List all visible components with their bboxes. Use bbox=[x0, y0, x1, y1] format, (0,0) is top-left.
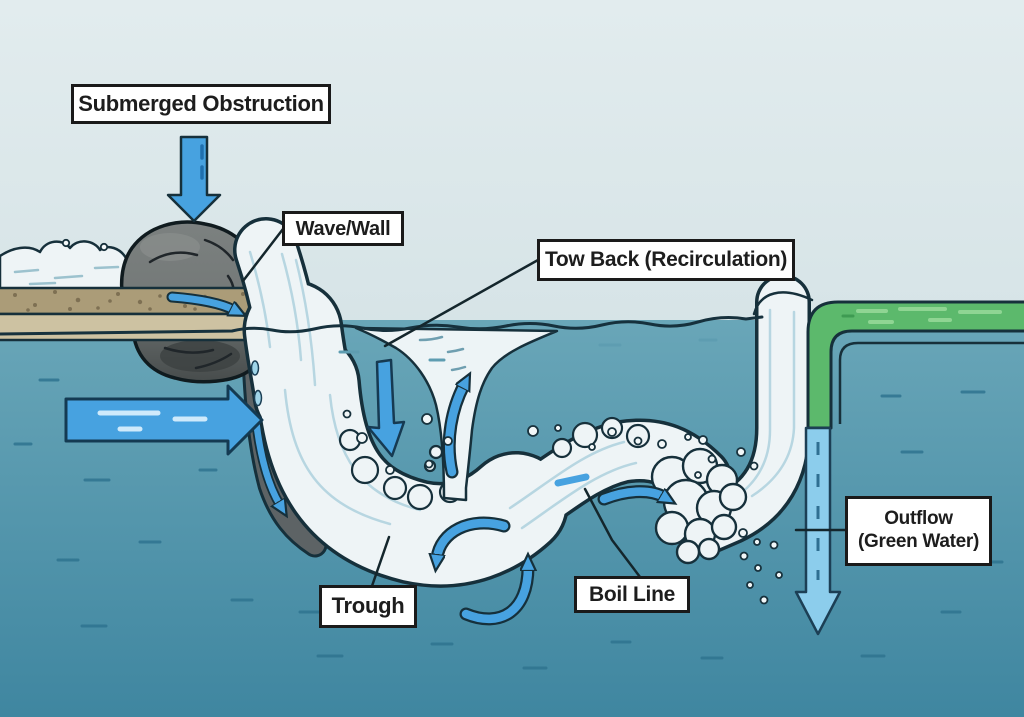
leader-trough bbox=[370, 535, 391, 588]
downstream-edge-line bbox=[838, 341, 1024, 424]
bubbles bbox=[342, 409, 783, 605]
label-text-line1: Outflow bbox=[884, 508, 953, 530]
water-texture-dashes bbox=[13, 378, 1004, 670]
leader-wave-wall bbox=[241, 227, 285, 283]
label-outflow-green-water: Outflow (Green Water) bbox=[845, 496, 992, 566]
label-text-line2: (Green Water) bbox=[857, 531, 980, 552]
surface-texture-dashes bbox=[338, 338, 718, 362]
leader-boil-line bbox=[583, 487, 642, 579]
leader-tow-back bbox=[383, 258, 540, 348]
label-text: Trough bbox=[331, 593, 405, 619]
leader-lines bbox=[241, 227, 847, 588]
inflow-arrow bbox=[64, 384, 264, 456]
bed-flow-arrow bbox=[166, 291, 234, 310]
surface-flow-arrow bbox=[554, 473, 664, 506]
green-streaks bbox=[856, 307, 1002, 324]
towback-up-arrow bbox=[442, 385, 464, 479]
riverbed-layer-light bbox=[0, 312, 267, 342]
label-text: Boil Line bbox=[589, 582, 675, 606]
water-surface-line bbox=[0, 315, 764, 336]
label-text: Tow Back (Recirculation) bbox=[544, 248, 788, 272]
label-text: Wave/Wall bbox=[295, 217, 391, 240]
face-plunge-arrow bbox=[250, 360, 281, 505]
stream-lip bbox=[752, 291, 814, 316]
riverbed bbox=[0, 286, 267, 342]
recirculation-arrows bbox=[437, 516, 528, 626]
label-tow-back: Tow Back (Recirculation) bbox=[537, 239, 795, 281]
label-boil-line: Boil Line bbox=[574, 576, 690, 613]
label-submerged-obstruction: Submerged Obstruction bbox=[71, 84, 331, 124]
plunge-arrow bbox=[366, 358, 406, 458]
label-wave-wall: Wave/Wall bbox=[282, 211, 404, 246]
label-trough: Trough bbox=[319, 585, 417, 628]
label-text: Submerged Obstruction bbox=[78, 90, 324, 116]
obstruction-pointer-arrow bbox=[166, 135, 222, 223]
